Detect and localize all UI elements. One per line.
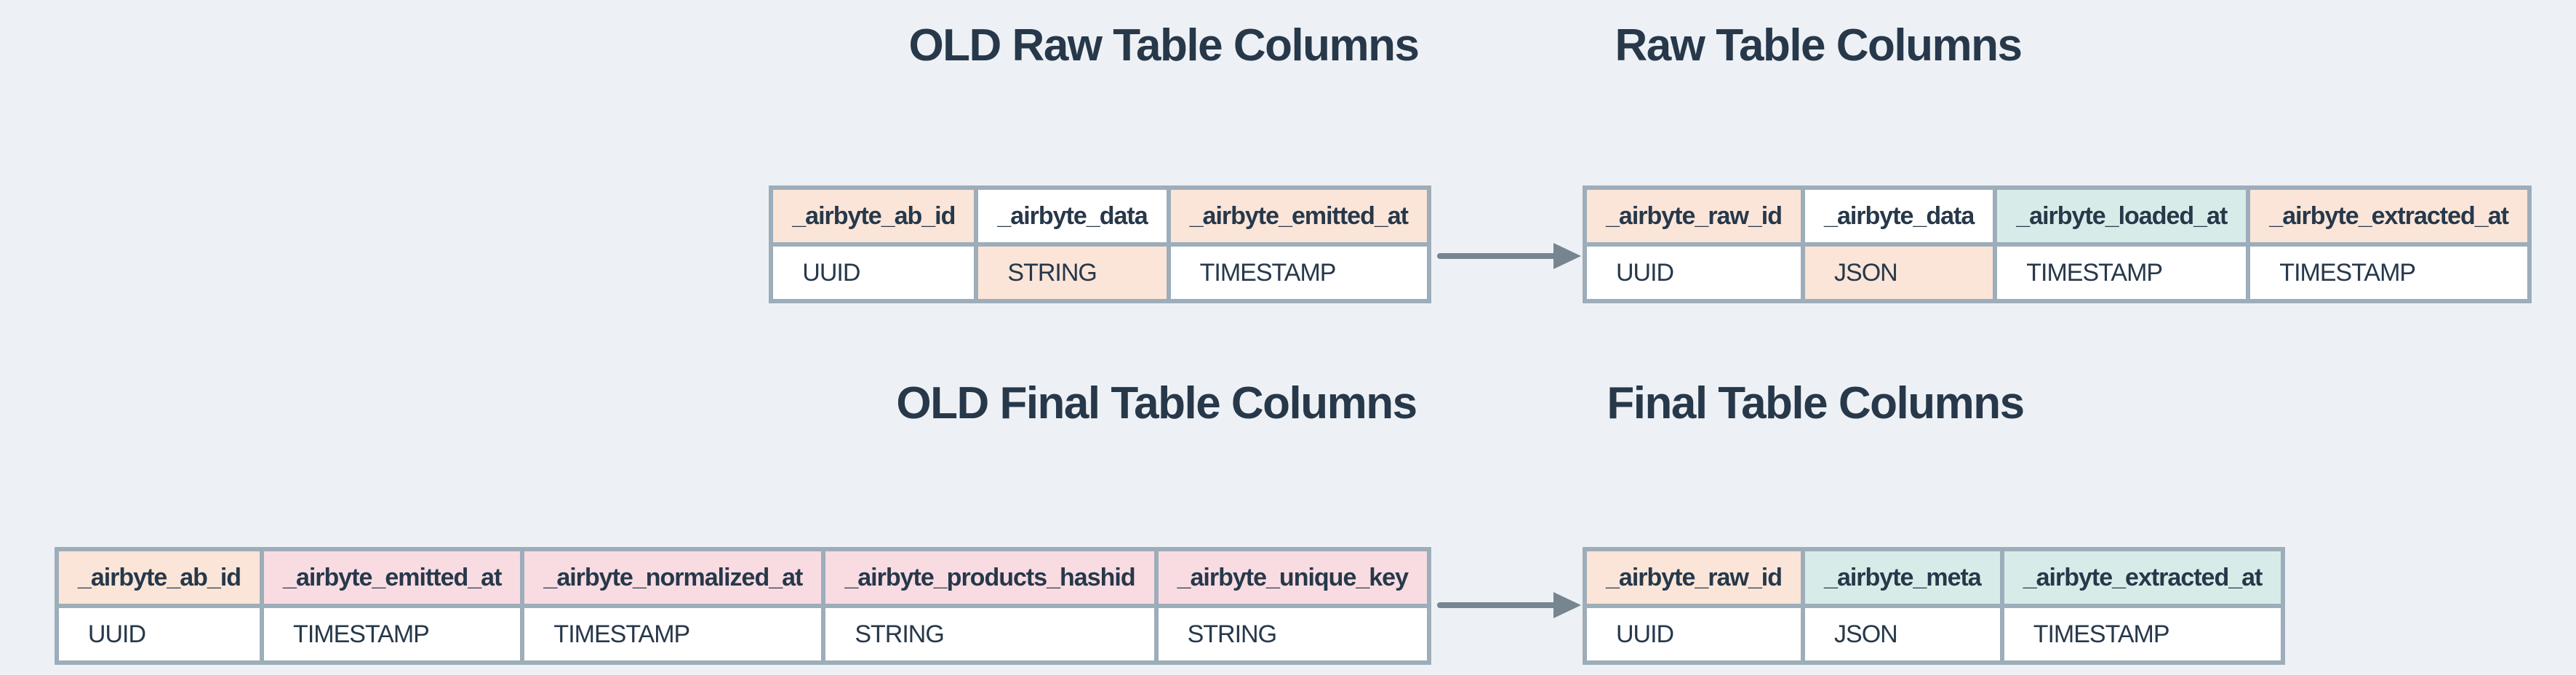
column-type-cell: TIMESTAMP [1993, 242, 2251, 303]
column-header-cell: _airbyte_extracted_at [1999, 547, 2286, 608]
column-header-cell: _airbyte_emitted_at [1166, 185, 1432, 247]
column-type-cell: STRING [974, 242, 1171, 303]
column-header-cell: _airbyte_emitted_at [260, 547, 525, 608]
column-type-cell: TIMESTAMP [520, 604, 826, 665]
column-type-cell: JSON [1801, 242, 1998, 303]
column-type-cell: JSON [1801, 604, 2004, 665]
old-raw-table: _airbyte_ab_id_airbyte_data_airbyte_emit… [769, 185, 1432, 303]
column-type-cell: TIMESTAMP [1999, 604, 2286, 665]
header-row: _airbyte_raw_id_airbyte_meta_airbyte_ext… [1582, 547, 2286, 608]
column-type-cell: UUID [1582, 604, 1806, 665]
right-arrow-icon [1437, 592, 1581, 618]
final-table: _airbyte_raw_id_airbyte_meta_airbyte_ext… [1582, 547, 2286, 665]
column-type-cell: UUID [1582, 242, 1806, 303]
column-header-cell: _airbyte_ab_id [54, 547, 265, 608]
column-type-cell: TIMESTAMP [260, 604, 525, 665]
column-header-cell: _airbyte_raw_id [1582, 547, 1806, 608]
raw-table-title: Raw Table Columns [1615, 20, 2023, 71]
column-header-cell: _airbyte_data [1801, 185, 1998, 247]
column-header-cell: _airbyte_data [974, 185, 1171, 247]
column-header-cell: _airbyte_normalized_at [520, 547, 826, 608]
final-table-title: Final Table Columns [1607, 378, 2025, 428]
header-row: _airbyte_ab_id_airbyte_data_airbyte_emit… [769, 185, 1432, 247]
column-header-cell: _airbyte_meta [1801, 547, 2004, 608]
column-header-cell: _airbyte_ab_id [769, 185, 979, 247]
column-header-cell: _airbyte_loaded_at [1993, 185, 2251, 247]
column-header-cell: _airbyte_unique_key [1153, 547, 1432, 608]
column-type-cell: TIMESTAMP [1166, 242, 1432, 303]
column-header-cell: _airbyte_extracted_at [2246, 185, 2532, 247]
raw-table: _airbyte_raw_id_airbyte_data_airbyte_loa… [1582, 185, 2532, 303]
column-type-cell: UUID [769, 242, 979, 303]
old-final-table-title: OLD Final Table Columns [896, 378, 1417, 428]
column-header-cell: _airbyte_products_hashid [821, 547, 1159, 608]
column-header-cell: _airbyte_raw_id [1582, 185, 1806, 247]
header-row: _airbyte_raw_id_airbyte_data_airbyte_loa… [1582, 185, 2532, 247]
column-type-cell: UUID [54, 604, 265, 665]
right-arrow-icon [1437, 243, 1581, 269]
column-type-cell: STRING [821, 604, 1159, 665]
old-final-table: _airbyte_ab_id_airbyte_emitted_at_airbyt… [54, 547, 1432, 665]
header-row: _airbyte_ab_id_airbyte_emitted_at_airbyt… [54, 547, 1432, 608]
old-raw-table-title: OLD Raw Table Columns [908, 20, 1420, 71]
column-type-cell: TIMESTAMP [2246, 242, 2532, 303]
column-type-cell: STRING [1153, 604, 1432, 665]
